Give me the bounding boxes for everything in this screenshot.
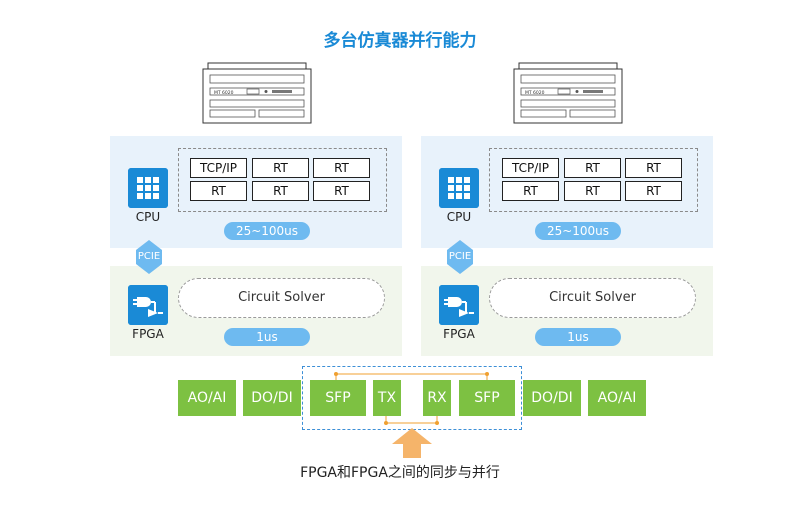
fpga-chip-icon bbox=[128, 285, 168, 325]
cpu-label: CPU bbox=[135, 210, 161, 224]
rt-cell: RT bbox=[625, 181, 682, 201]
fpga-label: FPGA bbox=[132, 327, 164, 341]
pcie-label: PCIE bbox=[137, 251, 161, 262]
circuit-solver-right: Circuit Solver bbox=[489, 278, 696, 318]
io-port-sfp-left: SFP bbox=[310, 380, 366, 416]
rt-cell: RT bbox=[313, 158, 370, 178]
rt-cell: RT bbox=[564, 158, 621, 178]
cpu-chip-icon bbox=[128, 168, 168, 208]
device-label-right: MT 6020 bbox=[525, 90, 545, 96]
pcie-bus-arrow bbox=[136, 240, 162, 274]
rt-cell: TCP/IP bbox=[502, 158, 559, 178]
fpga-latency-badge: 1us bbox=[224, 328, 310, 346]
cpu-chip-icon bbox=[439, 168, 479, 208]
sfp-link-line bbox=[334, 372, 489, 425]
io-port-rx: RX bbox=[423, 380, 451, 416]
cpu-latency-badge: 25~100us bbox=[224, 222, 310, 240]
cpu-label: CPU bbox=[446, 210, 472, 224]
rt-group-right bbox=[489, 148, 698, 212]
rt-group-left bbox=[178, 148, 387, 212]
pcie-label: PCIE bbox=[448, 251, 472, 262]
up-arrow-icon bbox=[392, 428, 432, 458]
rt-cell: TCP/IP bbox=[190, 158, 247, 178]
device-label-left: MT 6020 bbox=[214, 90, 234, 96]
fpga-latency-badge: 1us bbox=[535, 328, 621, 346]
page-title: 多台仿真器并行能力 bbox=[323, 31, 477, 51]
rt-cell: RT bbox=[502, 181, 559, 201]
pcie-bus-arrow bbox=[447, 240, 473, 274]
cpu-latency-badge: 25~100us bbox=[535, 222, 621, 240]
io-port-ao-ai-left: AO/AI bbox=[178, 380, 236, 416]
rt-cell: RT bbox=[252, 181, 309, 201]
rt-cell: RT bbox=[313, 181, 370, 201]
rt-cell: RT bbox=[190, 181, 247, 201]
fpga-chip-icon bbox=[439, 285, 479, 325]
rt-cell: RT bbox=[625, 158, 682, 178]
rt-cell: RT bbox=[252, 158, 309, 178]
simulator-device-right: MT 6020 bbox=[513, 62, 623, 124]
circuit-solver-left: Circuit Solver bbox=[178, 278, 385, 318]
rt-cell: RT bbox=[564, 181, 621, 201]
fpga-label: FPGA bbox=[443, 327, 475, 341]
simulator-device-left: MT 6020 bbox=[202, 62, 312, 124]
caption: FPGA和FPGA之间的同步与并行 bbox=[300, 465, 500, 481]
io-port-sfp-right: SFP bbox=[459, 380, 515, 416]
io-port-tx: TX bbox=[373, 380, 401, 416]
io-port-do-di-right: DO/DI bbox=[523, 380, 581, 416]
io-port-ao-ai-right: AO/AI bbox=[588, 380, 646, 416]
io-port-do-di-left: DO/DI bbox=[243, 380, 301, 416]
